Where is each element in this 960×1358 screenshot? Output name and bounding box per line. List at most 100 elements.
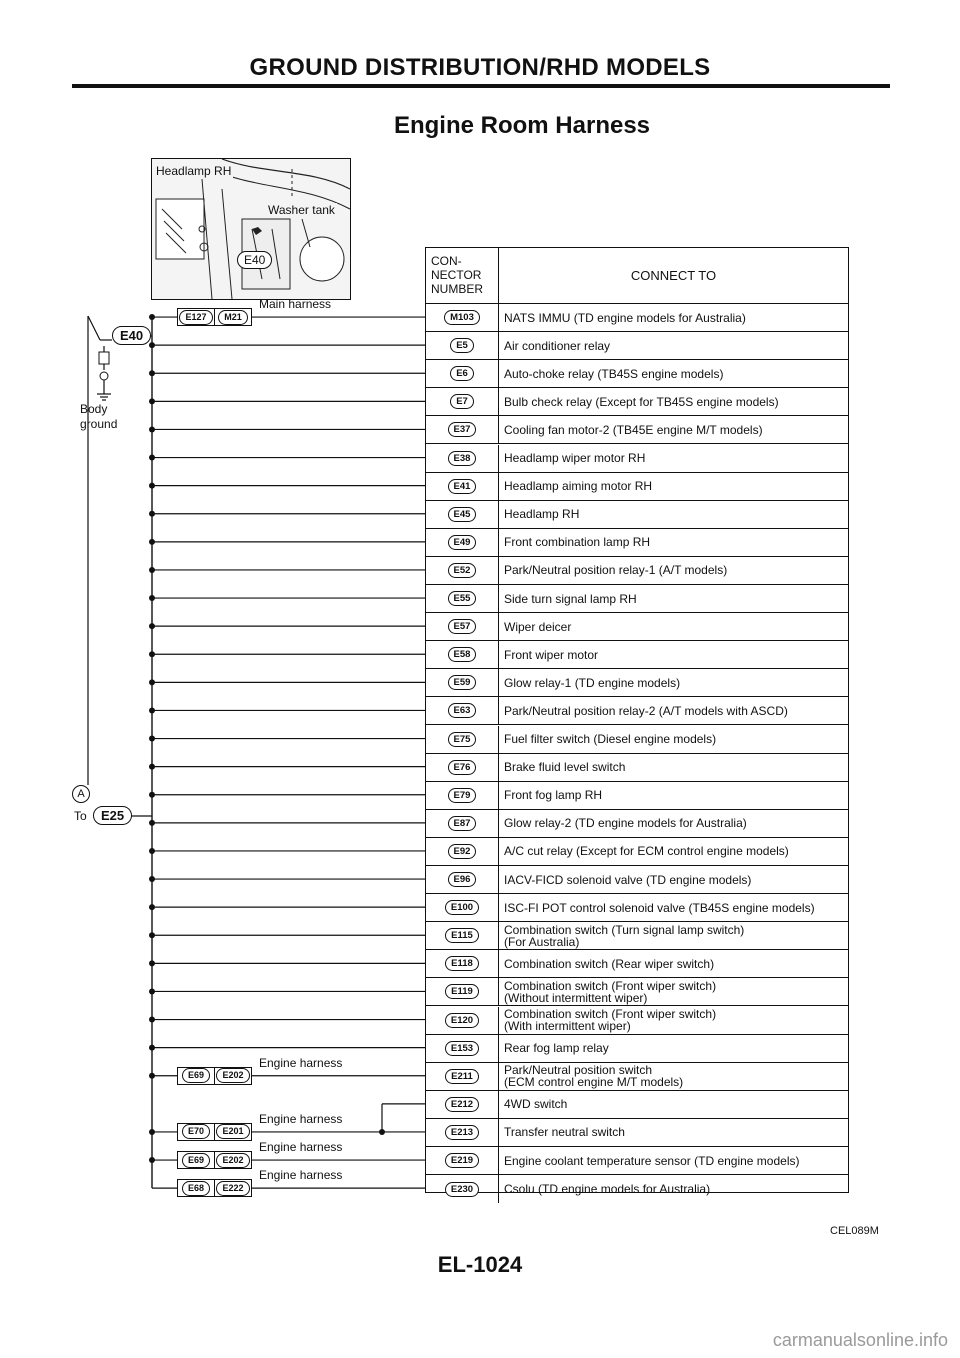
harness-connector-code: M21 bbox=[218, 309, 248, 325]
engine-bay-illustration bbox=[155, 159, 350, 299]
connector-code: E6 bbox=[450, 366, 474, 382]
headlamp-rh-label: Headlamp RH bbox=[154, 164, 234, 178]
splice-dot bbox=[149, 1016, 155, 1023]
table-row: E219 Engine coolant temperature sensor (T… bbox=[426, 1147, 848, 1176]
splice-dot bbox=[149, 763, 155, 770]
connect-to-description: Park/Neutral position switch (ECM contro… bbox=[504, 1063, 684, 1090]
connector-code: E211 bbox=[445, 1068, 479, 1084]
circle-a-marker: A bbox=[72, 785, 90, 803]
harness-connector-code: E222 bbox=[216, 1180, 250, 1196]
connector-code: E87 bbox=[447, 815, 477, 831]
connect-to-description: Csolu (TD engine models for Australia) bbox=[504, 1182, 711, 1197]
splice-dot bbox=[149, 707, 155, 714]
connector-code-cell: E63 bbox=[426, 697, 499, 725]
connect-to-description: Cooling fan motor-2 (TB45E engine M/T mo… bbox=[504, 422, 763, 437]
header-rule bbox=[72, 84, 890, 88]
splice-dot bbox=[149, 623, 155, 630]
connect-to-description: Headlamp wiper motor RH bbox=[504, 451, 646, 466]
connect-to-description: Park/Neutral position relay-2 (A/T model… bbox=[504, 703, 788, 718]
connector-code: E38 bbox=[447, 450, 477, 466]
ground-terminal bbox=[98, 351, 110, 365]
connector-code-cell: E37 bbox=[426, 416, 499, 444]
connector-code: E120 bbox=[444, 1012, 480, 1028]
photo-e40-label: E40 bbox=[237, 251, 273, 269]
connect-to-description: Air conditioner relay bbox=[504, 338, 611, 353]
connector-code-cell: E79 bbox=[426, 781, 499, 809]
connector-code: E63 bbox=[447, 703, 477, 719]
connector-code-cell: E153 bbox=[426, 1034, 499, 1062]
harness-connector-code: E69 bbox=[181, 1152, 210, 1168]
connector-code: E41 bbox=[447, 478, 477, 494]
connector-code-cell: E212 bbox=[426, 1090, 499, 1118]
connect-to-description: Combination switch (Rear wiper switch) bbox=[504, 956, 715, 971]
harness-connector-code: E70 bbox=[181, 1124, 210, 1140]
connect-to-description: Engine coolant temperature sensor (TD en… bbox=[504, 1153, 800, 1168]
connector-code-cell: E213 bbox=[426, 1118, 499, 1146]
e40-ground-connector: E40 bbox=[112, 326, 152, 345]
splice-dot bbox=[149, 538, 155, 545]
connector-code-cell: E75 bbox=[426, 725, 499, 753]
connect-to-description: Rear fog lamp relay bbox=[504, 1041, 609, 1056]
harness-connector-code: E68 bbox=[181, 1180, 210, 1196]
connect-to-description: Front fog lamp RH bbox=[504, 788, 603, 803]
connector-code-cell: E87 bbox=[426, 809, 499, 837]
connect-to-description: Side turn signal lamp RH bbox=[504, 591, 637, 606]
connector-code-cell: E7 bbox=[426, 388, 499, 416]
harness-connector-cell: E69 bbox=[178, 1067, 215, 1084]
body-ground-line bbox=[87, 315, 101, 341]
splice-dot bbox=[379, 1128, 385, 1135]
splice-dot bbox=[149, 819, 155, 826]
connector-code-cell: E115 bbox=[426, 922, 499, 950]
table-row: E75 Fuel filter switch (Diesel engine mod… bbox=[426, 725, 848, 754]
diagram-title: Engine Room Harness bbox=[393, 112, 651, 139]
splice-dot bbox=[149, 370, 155, 377]
connect-to-description: 4WD switch bbox=[504, 1097, 568, 1112]
splice-dot bbox=[149, 314, 155, 321]
connect-to-description: Auto-choke relay (TB45S engine models) bbox=[504, 366, 724, 381]
splice-dot bbox=[149, 1072, 155, 1079]
table-row: E213 Transfer neutral switch bbox=[426, 1118, 848, 1147]
splice-dot bbox=[149, 595, 155, 602]
connector-code: E75 bbox=[447, 731, 477, 747]
table-row: E79 Front fog lamp RH bbox=[426, 781, 848, 810]
table-row: E87 Glow relay-2 (TD engine models for Au… bbox=[426, 809, 848, 838]
splice-dot bbox=[149, 988, 155, 995]
harness-label: Engine harness bbox=[259, 1055, 343, 1070]
connect-to-description: Combination switch (Turn signal lamp swi… bbox=[504, 922, 745, 949]
header-connector-number: CON- NECTOR NUMBER bbox=[426, 248, 499, 304]
connector-code: E213 bbox=[444, 1124, 480, 1140]
header-connect-to: CONNECT TO bbox=[499, 248, 848, 304]
connector-code-cell: E118 bbox=[426, 950, 499, 978]
harness-connector-cell: M21 bbox=[215, 309, 251, 325]
harness-connector-code: E202 bbox=[216, 1068, 250, 1084]
splice-dot bbox=[149, 398, 155, 405]
connector-code: E76 bbox=[447, 759, 477, 775]
connect-to-description: NATS IMMU (TD engine models for Australi… bbox=[504, 310, 746, 325]
page-header-title: GROUND DISTRIBUTION/RHD MODELS bbox=[249, 54, 711, 81]
connector-code-cell: E100 bbox=[426, 894, 499, 922]
harness-connector-cell: E202 bbox=[215, 1068, 251, 1084]
table-row: E37 Cooling fan motor-2 (TB45E engine M/T… bbox=[426, 416, 848, 445]
connector-code: E45 bbox=[447, 506, 477, 522]
connector-code: E58 bbox=[447, 647, 477, 663]
splice-dot bbox=[149, 960, 155, 967]
harness-label: Engine harness bbox=[259, 1140, 343, 1155]
splice-dot bbox=[149, 735, 155, 742]
splice-dot bbox=[149, 904, 155, 911]
splice-dot bbox=[149, 426, 155, 433]
splice-dot bbox=[149, 932, 155, 939]
connect-to-description: Glow relay-2 (TD engine models for Austr… bbox=[504, 816, 747, 831]
connector-code-cell: E45 bbox=[426, 500, 499, 528]
harness-connector-code: E127 bbox=[179, 309, 213, 325]
connect-to-description: Fuel filter switch (Diesel engine models… bbox=[504, 732, 717, 747]
connect-to-description: Bulb check relay (Except for TB45S engin… bbox=[504, 394, 779, 409]
harness-connector-cell: E222 bbox=[215, 1180, 251, 1196]
connector-code-cell: E76 bbox=[426, 753, 499, 781]
connector-code: E219 bbox=[444, 1153, 480, 1169]
connect-to-description: Front combination lamp RH bbox=[504, 535, 651, 550]
connect-to-description: Transfer neutral switch bbox=[504, 1125, 625, 1140]
